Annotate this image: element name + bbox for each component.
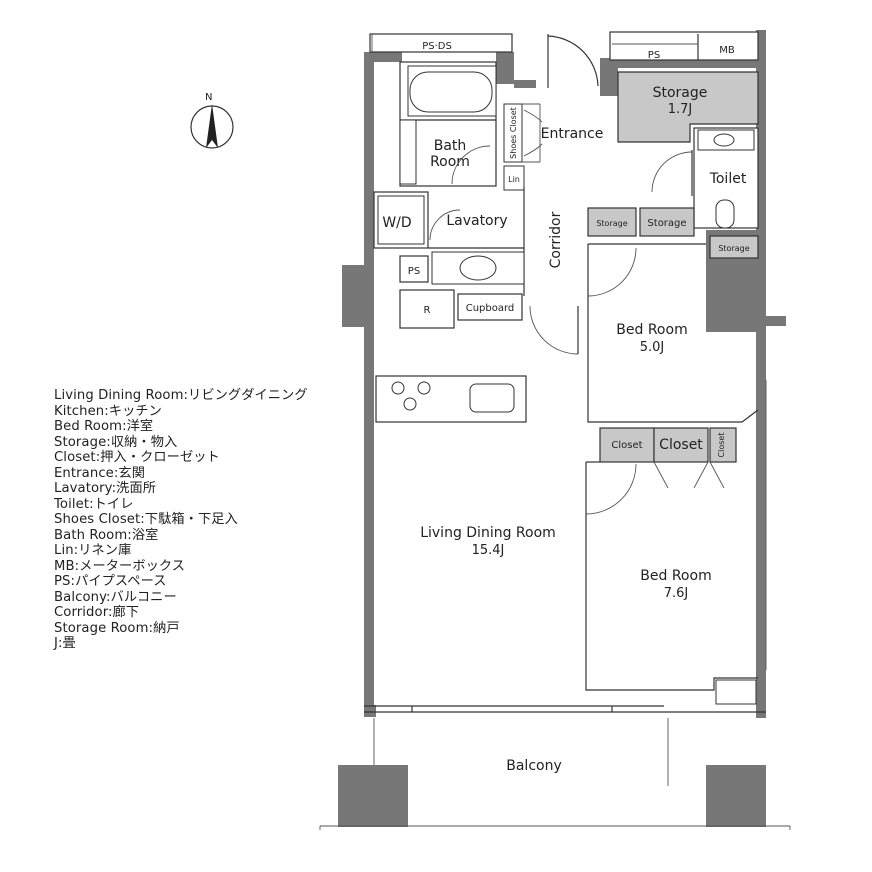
kitchen-counter [375,375,527,423]
storage-b: Storage [639,207,695,237]
balcony-sash [364,705,766,713]
legend-item: Entrance:玄関 [54,465,146,481]
legend-item: PS:パイプスペース [54,574,167,589]
legend: Living Dining Room:リビングダイニング Kitchen:キッチ… [54,388,354,652]
storage-a-label: Storage [596,219,627,228]
bed1-size: 5.0J [640,340,665,355]
ps-ds-box: PS·DS [369,33,513,53]
legend-item: Bath Room:浴室 [54,527,159,543]
corridor-label: Corridor [548,211,564,268]
wd-label: W/D [382,215,411,231]
legend-item: Living Dining Room:リビングダイニング [54,388,308,403]
ps-mb-box: PS MB [609,31,759,61]
legend-item: Storage:収納・物入 [54,434,178,450]
linen: Lin [503,165,525,191]
balcony-label: Balcony [506,758,562,774]
shoes-closet-label: Shoes Closet [509,107,518,159]
lavatory-label: Lavatory [446,213,507,229]
legend-item: J:畳 [54,636,76,651]
storage-room: Storage 1.7J [617,71,759,143]
refrigerator: R [399,289,455,329]
closet-c-label: Closet [717,433,726,458]
legend-item: MB:メーターボックス [54,558,186,574]
legend-item: Corridor:廊下 [54,605,140,620]
ldr-size: 15.4J [472,543,505,558]
toilet-room: Toilet [651,127,759,229]
closets: Closet Closet Closet [599,427,737,489]
r-label: R [424,305,431,316]
legend-item: Toilet:トイレ [54,496,134,512]
lin-label: Lin [508,175,520,184]
bed-room-2: Bed Room 7.6J [585,380,767,705]
storage-b-label: Storage [647,218,686,229]
legend-item: Shoes Closet:下駄箱・下足入 [54,512,238,527]
cupboard: Cupboard [457,293,523,321]
storage-c: Storage [709,235,759,259]
legend-item: Storage Room:納戸 [54,620,180,636]
toilet-label: Toilet [709,171,747,187]
ldr-label: Living Dining Room [420,525,556,541]
storage-a: Storage [587,207,637,237]
mb-label: MB [719,45,735,56]
entrance-label: Entrance [541,126,604,142]
lavatory: W/D Lavatory [373,186,525,296]
storage-c-label: Storage [718,244,749,253]
legend-item: Balcony:バルコニー [54,589,177,605]
storage-main-label: Storage [653,85,708,101]
cupboard-label: Cupboard [466,303,515,314]
bed2-size: 7.6J [664,586,689,601]
storage-main-size: 1.7J [668,102,693,117]
bed-room-1: Bed Room 5.0J [587,243,759,423]
legend-item: Bed Room:洋室 [54,419,154,434]
bed2-label: Bed Room [640,568,711,584]
legend-item: Closet:押入・クローゼット [54,450,220,465]
compass: N [190,92,234,149]
ps-mid: PS [399,255,429,283]
shoes-closet: Shoes Closet [503,103,543,163]
balcony: Balcony [319,718,791,830]
bath-label: Bath [434,138,467,154]
legend-item: Kitchen:キッチン [54,403,162,419]
closet-a-label: Closet [611,440,642,451]
ps-ds-label: PS·DS [422,41,452,52]
ps-top-label: PS [648,50,660,61]
ps-mid-label: PS [408,266,420,277]
north-label: N [205,92,212,103]
bed1-label: Bed Room [616,322,687,338]
bath-label-2: Room [430,154,470,170]
ldr-door[interactable] [529,305,579,355]
bath-room: Bath Room [399,61,497,187]
legend-item: Lin:リネン庫 [54,543,132,558]
closet-b-label: Closet [659,437,703,453]
entrance-door[interactable] [547,34,599,88]
legend-item: Lavatory:洗面所 [54,481,157,496]
